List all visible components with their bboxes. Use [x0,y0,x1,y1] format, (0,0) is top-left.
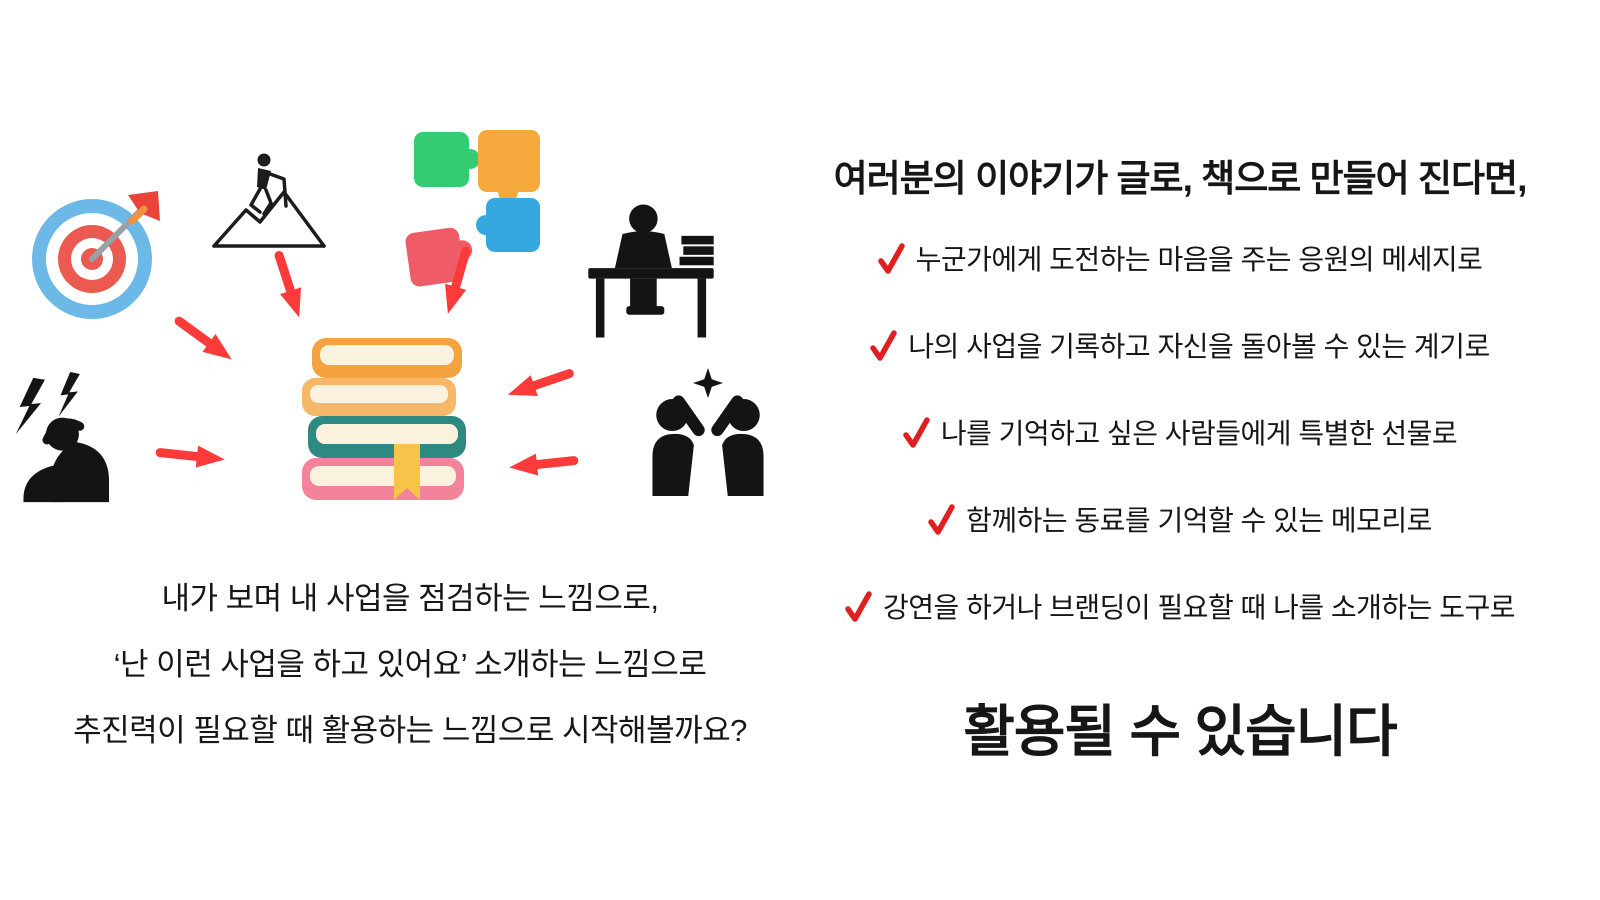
list-item-label: 나를 기억하고 싶은 사람들에게 특별한 선물로 [940,418,1458,449]
red-arrow-icon [167,307,243,373]
mountain-climber-icon [208,144,330,258]
list-item: 강연을 하거나 브랜딩이 필요할 때 나를 소개하는 도구로 [845,586,1515,626]
conclusion-text: 활용될 수 있습니다 [963,700,1397,763]
headline: 여러분의 이야기가 글로, 책으로 만들어 진다면, [833,158,1528,199]
checkmark-icon [845,590,872,622]
checkmark-icon [877,242,905,274]
caption-line-1: 내가 보며 내 사업을 점검하는 느낌으로, [161,581,660,616]
target-icon [28,183,168,323]
list-item-label: 함께하는 동료를 기억할 수 있는 메모리로 [966,505,1432,536]
caption-line-2: ‘난 이런 사업을 하고 있어요’ 소개하는 느낌으로 [113,647,707,682]
left-caption-block: 내가 보며 내 사업을 점검하는 느낌으로, ‘난 이런 사업을 하고 있어요’… [0,566,820,764]
red-arrow-icon [433,243,480,322]
list-item: 나의 사업을 기록하고 자신을 돌아볼 수 있는 계기로 [870,325,1490,365]
list-item-label: 누군가에게 도전하는 마음을 주는 응원의 메세지로 [915,244,1483,275]
stressed-person-icon [8,372,144,508]
benefits-list: 누군가에게 도전하는 마음을 주는 응원의 메세지로 나의 사업을 기록하고 자… [845,238,1515,673]
red-arrow-icon [504,446,581,482]
right-text-panel: 여러분의 이야기가 글로, 책으로 만들어 진다면, 누군가에게 도전하는 마음… [780,148,1580,768]
list-item-label: 강연을 하거나 브랜딩이 필요할 때 나를 소개하는 도구로 [883,592,1515,623]
caption-line-3: 추진력이 필요할 때 활용하는 느낌으로 시작해볼까요? [73,713,747,748]
high-five-icon [628,366,788,498]
red-arrow-icon [499,359,578,410]
puzzle-pieces-icon [398,126,548,292]
checkmark-icon [870,329,898,361]
list-item: 누군가에게 도전하는 마음을 주는 응원의 메세지로 [877,238,1483,278]
checkmark-icon [903,416,930,448]
list-item: 함께하는 동료를 기억할 수 있는 메모리로 [928,499,1432,539]
list-item: 나를 기억하고 싶은 사람들에게 특별한 선물로 [903,412,1458,452]
checkmark-icon [928,503,955,535]
person-reading-desk-icon [575,196,727,346]
book-stack-icon [290,330,480,525]
red-arrow-icon [264,246,313,325]
list-item-label: 나의 사업을 기록하고 자신을 돌아볼 수 있는 계기로 [908,331,1490,362]
red-arrow-icon [154,438,231,474]
